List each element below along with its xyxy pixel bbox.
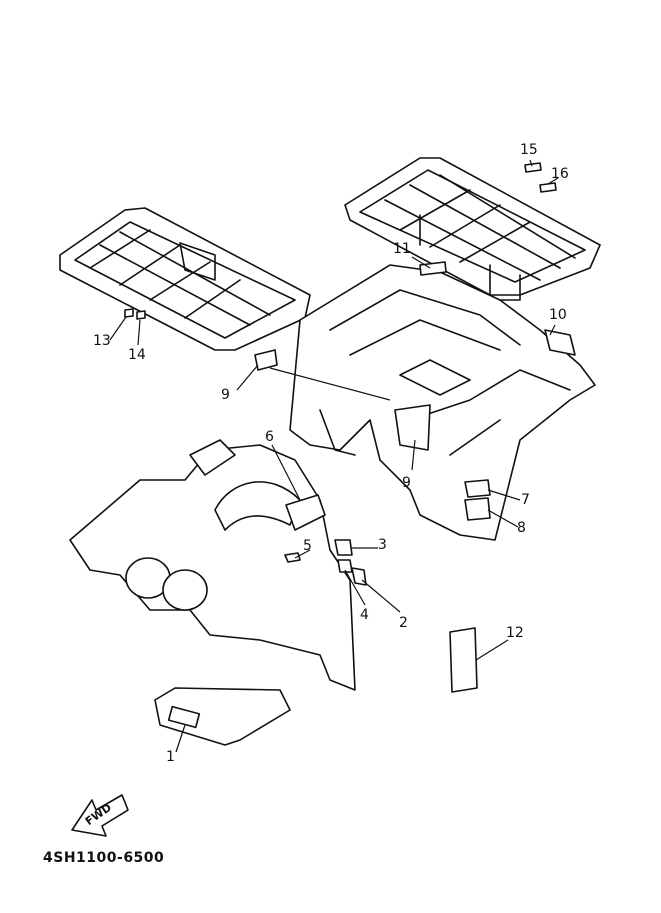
lower-panel [154,687,291,746]
callout-4: 4 [360,607,369,623]
callout-9-a: 9 [221,387,230,403]
rear-carrier [344,157,601,301]
fwd-arrow-icon [71,794,129,837]
rear-fender [289,264,596,541]
callout-5: 5 [303,538,312,554]
callout-12: 12 [506,625,524,641]
callout-10: 10 [549,307,567,323]
callout-1: 1 [166,749,175,765]
callout-11: 11 [393,241,411,257]
leader-lines [109,159,559,753]
callout-9-b: 9 [402,475,411,491]
callout-6: 6 [265,429,274,445]
decals [124,162,576,693]
part-code: 4SH1100-6500 [43,850,165,866]
callout-8: 8 [517,520,526,536]
front-fender [69,439,356,691]
front-carrier [59,207,311,351]
callout-7: 7 [521,492,530,508]
callout-14: 14 [128,347,146,363]
callout-16: 16 [551,166,569,182]
callout-3: 3 [378,537,387,553]
callout-15: 15 [520,142,538,158]
callout-2: 2 [399,615,408,631]
callout-13: 13 [93,333,111,349]
